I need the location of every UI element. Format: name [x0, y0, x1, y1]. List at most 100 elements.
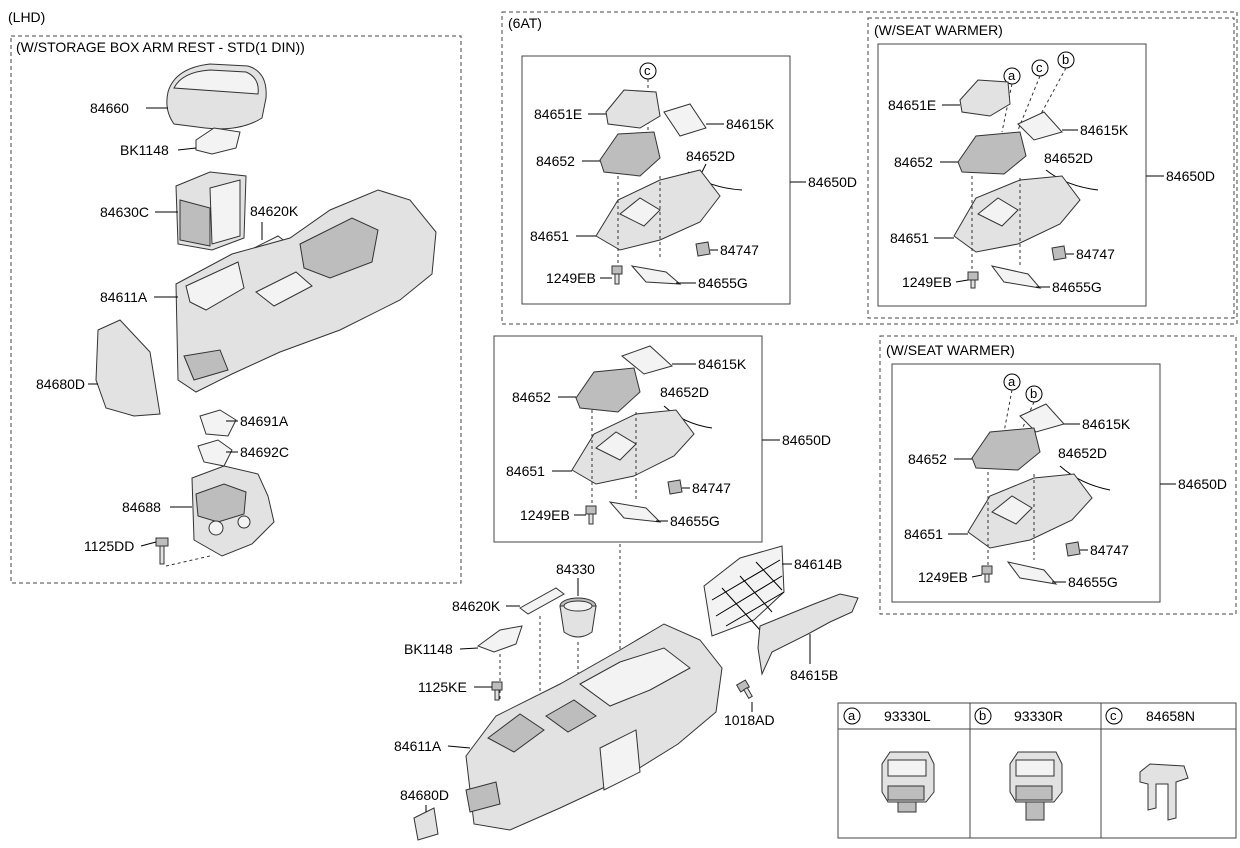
pad-bk1148-e-part	[476, 625, 523, 653]
tray-84655g-a-part	[630, 265, 682, 285]
callout-b-mid-letter: b	[1030, 386, 1037, 401]
console-top-84651-d-part	[967, 473, 1093, 549]
label-e-84330: 84330	[556, 561, 595, 577]
label-bk1148-left: BK1148	[120, 142, 169, 158]
cup-holder-84330-part	[559, 597, 597, 638]
label-84691a: 84691A	[240, 413, 289, 429]
label-a-84655g: 84655G	[698, 275, 748, 291]
strip-84652d-c-part	[663, 405, 713, 429]
label-d-84651: 84651	[904, 526, 943, 542]
screw-1018ad-part	[735, 679, 753, 700]
clip-84747-d-part	[1065, 541, 1081, 557]
console-top-84651-b-part	[953, 175, 1081, 253]
console-top-84651-a-part	[595, 169, 721, 251]
legend-c-letter: c	[1110, 708, 1117, 723]
label-84611a-left: 84611A	[100, 289, 148, 305]
label-b-84655g: 84655G	[1052, 279, 1102, 295]
legend-b-callout	[974, 707, 992, 725]
label-a-84651: 84651	[530, 228, 569, 244]
label-c-84651: 84651	[506, 463, 545, 479]
legend-c-part: 84658N	[1146, 708, 1195, 724]
pad-84615k-c-part	[620, 345, 674, 375]
screw-1249eb-a-part	[611, 265, 623, 285]
label-d-84615k: 84615K	[1082, 416, 1131, 432]
label-d-84652: 84652	[908, 451, 947, 467]
label-e-1125ke: 1125KE	[418, 679, 467, 695]
label-a-84651e: 84651E	[534, 106, 582, 122]
strip-84652d-b-part	[1045, 169, 1099, 191]
pad-part	[195, 127, 241, 155]
label-e-84614b: 84614B	[794, 556, 842, 572]
label-e-bk1148: BK1148	[404, 641, 453, 657]
side-cover-part	[95, 319, 161, 417]
label-a-84652: 84652	[536, 153, 575, 169]
label-e-84615b: 84615B	[790, 667, 838, 683]
storage-box-group-frame	[10, 35, 462, 584]
console-body-part	[175, 189, 437, 393]
legend-a-part: 93330L	[884, 708, 931, 724]
label-84680d-left: 84680D	[36, 376, 85, 392]
bolt-1125dd-part	[155, 537, 169, 565]
six-at-group-frame	[501, 11, 1238, 325]
lhd-label: (LHD)	[8, 9, 45, 25]
legend-table	[837, 702, 1237, 839]
label-a-84650d: 84650D	[808, 174, 857, 190]
label-84660: 84660	[90, 100, 129, 116]
callout-c-six-at-letter: c	[644, 63, 651, 78]
screw-1249eb-d-part	[981, 565, 993, 583]
label-b-84747: 84747	[1076, 246, 1115, 262]
pad-84615k-b-part	[1017, 111, 1063, 141]
six-at-group-title: (6AT)	[508, 15, 542, 31]
legend-cell-a: a 93330L	[843, 707, 935, 813]
seat-warmer-mid-box	[891, 363, 1161, 603]
panel-84652-c-part	[575, 367, 641, 413]
legend-a-letter: a	[848, 708, 856, 723]
label-84688: 84688	[122, 499, 161, 515]
legend-b-part: 93330R	[1014, 708, 1063, 724]
label-c-84747: 84747	[692, 480, 731, 496]
label-c-84655g: 84655G	[670, 513, 720, 529]
label-b-84650d: 84650D	[1166, 168, 1215, 184]
clip-84747-c-part	[667, 479, 683, 495]
clip-84747-a-part	[695, 241, 711, 257]
screw-1249eb-b-part	[967, 271, 979, 289]
callout-a-mid-letter: a	[1008, 374, 1016, 389]
seat-warmer-mid-title: (W/SEAT WARMER)	[886, 342, 1015, 358]
seat-warmer-top-frame	[867, 17, 1235, 319]
label-e-84620k: 84620K	[452, 598, 501, 614]
panel-84652-a-part	[599, 131, 661, 177]
label-c-84650d: 84650D	[782, 432, 831, 448]
switch-93330l-part	[881, 751, 935, 813]
label-c-84652d: 84652D	[660, 384, 709, 400]
panel-84652-b-part	[957, 131, 1027, 175]
label-d-84652d: 84652D	[1058, 445, 1107, 461]
label-d-84655g: 84655G	[1068, 574, 1118, 590]
switch-93330r-part	[1009, 751, 1063, 821]
label-84630c: 84630C	[100, 204, 149, 220]
screw-1249eb-c-part	[585, 505, 597, 525]
console-body-84611a-e-part	[465, 623, 723, 831]
label-b-1249eb: 1249EB	[902, 274, 952, 290]
tray-84655g-c-part	[608, 501, 662, 523]
bezel-84651e-b-part	[959, 79, 1011, 117]
label-a-1249eb: 1249EB	[546, 270, 596, 286]
label-b-84651: 84651	[890, 230, 929, 246]
label-d-84747: 84747	[1090, 542, 1129, 558]
label-e-84611a: 84611A	[394, 738, 442, 754]
label-a-84747: 84747	[720, 242, 759, 258]
bolt-1125ke-part	[491, 681, 503, 701]
tray-84655g-b-part	[990, 265, 1042, 289]
bracket-a-part	[199, 409, 237, 437]
pad-84615k-d-part	[1019, 403, 1065, 433]
legend-b-letter: b	[979, 708, 986, 723]
callout-c-top-letter: c	[1036, 60, 1043, 75]
bracket-c-part	[197, 439, 233, 467]
label-c-1249eb: 1249EB	[520, 507, 570, 523]
label-84692c: 84692C	[240, 444, 289, 460]
side-panel-84614b-part	[703, 545, 785, 637]
label-1125dd: 1125DD	[84, 538, 134, 554]
seat-warmer-mid-frame	[879, 335, 1237, 615]
standard-subassembly-box	[493, 335, 763, 543]
callout-b-top-letter: b	[1062, 52, 1069, 67]
shifter-mechanism-part	[191, 465, 275, 557]
